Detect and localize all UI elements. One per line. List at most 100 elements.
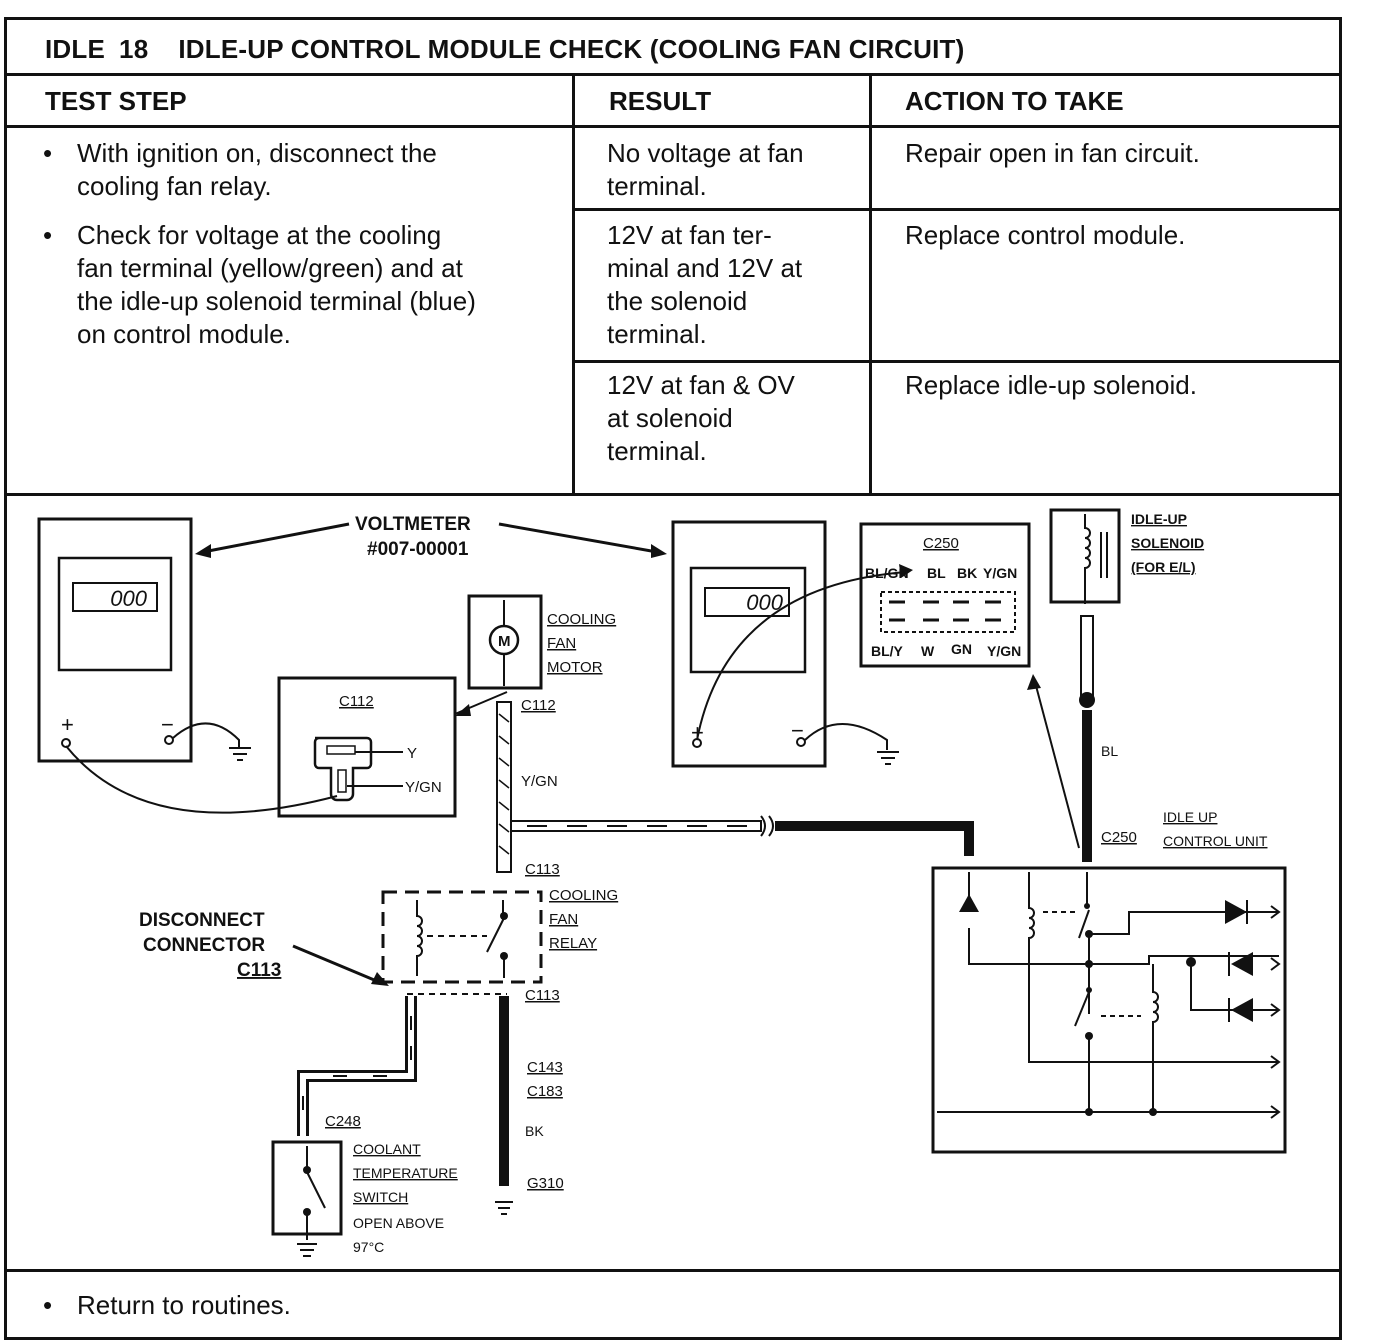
coolant-switch-wire: C248	[297, 996, 417, 1136]
step-bullet: •	[43, 138, 53, 168]
footer-text: Return to routines.	[77, 1290, 291, 1320]
text-line: No voltage at fan	[607, 138, 804, 168]
voltmeter-right: 000 + −	[671, 520, 913, 768]
arrow-icon	[651, 544, 667, 558]
arrow-icon	[371, 972, 389, 986]
divider	[7, 125, 1339, 128]
result-2: 12V at fan ter- minal and 12V at the sol…	[607, 219, 802, 351]
ground-icon	[229, 747, 251, 761]
action-1: Repair open in fan circuit.	[905, 138, 1200, 168]
switch-label-3: SWITCH	[353, 1189, 408, 1205]
page-title: IDLE 18 IDLE-UP CONTROL MODULE CHECK (COOL…	[45, 34, 965, 65]
c250-pin-top-2: BL	[927, 565, 946, 581]
relay-label-2: FAN	[549, 911, 578, 928]
c250-pin-top-3: BK	[957, 565, 977, 581]
text-line: cooling fan relay.	[77, 171, 272, 201]
relay-label-1: COOLING	[549, 887, 618, 904]
control-unit-label-2: CONTROL UNIT	[1163, 833, 1268, 849]
title-number: 18	[119, 34, 149, 64]
c250-pin-top-4: Y/GN	[983, 565, 1017, 581]
footer-bullet: •	[43, 1290, 53, 1320]
c250-label: C250	[1101, 829, 1137, 846]
column-divider	[572, 73, 575, 496]
disconnect-label-3: C113	[237, 960, 281, 981]
text-line: With ignition on, disconnect the	[77, 138, 437, 168]
pin-ygn-label: Y/GN	[405, 779, 442, 796]
text-line: at solenoid	[607, 403, 733, 433]
switch-label-2: TEMPERATURE	[353, 1165, 458, 1181]
disconnect-label-2: CONNECTOR	[143, 935, 265, 956]
result-1: No voltage at fan terminal.	[607, 137, 804, 203]
fan-motor-label-3: MOTOR	[547, 659, 603, 676]
voltmeter-left: 000 + −	[37, 517, 251, 763]
solenoid-label-2: SOLENOID	[1131, 535, 1204, 551]
idle-up-control-unit: IDLE UP CONTROL UNIT	[931, 809, 1287, 1154]
column-header-test-step: TEST STEP	[45, 86, 187, 116]
procedure-table: IDLE 18 IDLE-UP CONTROL MODULE CHECK (COOL…	[4, 17, 1342, 1340]
switch-label-5: 97°C	[353, 1239, 384, 1255]
wiring-diagram: 000 + − VOLTMETER #007-00001 C112	[37, 508, 1287, 1257]
row-divider	[572, 208, 1339, 211]
title-text: IDLE-UP CONTROL MODULE CHECK (COOLING FA…	[178, 34, 965, 64]
arrow-icon	[1027, 674, 1041, 690]
c250-pin-bottom-2: W	[921, 643, 935, 659]
arrow-icon	[899, 564, 913, 578]
disconnect-label-1: DISCONNECT	[139, 910, 265, 931]
switch-label-4: OPEN ABOVE	[353, 1215, 444, 1231]
c250-pin-bottom-1: BL/Y	[871, 643, 904, 659]
text-line: terminal.	[607, 319, 707, 349]
voltmeter-part: #007-00001	[367, 539, 469, 560]
ground-icon	[495, 1201, 513, 1215]
text-line: fan terminal (yellow/green) and at	[77, 253, 463, 283]
text-line: the idle-up solenoid terminal (blue)	[77, 286, 476, 316]
column-header-result: RESULT	[609, 86, 712, 116]
idle-up-solenoid: IDLE-UP SOLENOID (FOR E/L) BL C250	[1027, 508, 1204, 862]
text-line: 12V at fan ter-	[607, 220, 772, 250]
text-line: terminal.	[607, 436, 707, 466]
column-header-action: ACTION TO TAKE	[905, 86, 1124, 116]
ground-icon	[877, 751, 899, 765]
switch-label-1: COOLANT	[353, 1141, 421, 1157]
divider	[7, 1269, 1339, 1272]
test-step-1: With ignition on, disconnect the cooling…	[77, 137, 437, 203]
fan-motor-label-1: COOLING	[547, 611, 616, 628]
c250-box-label: C250	[923, 535, 959, 552]
arrow-icon	[455, 704, 471, 716]
step-bullet: •	[43, 220, 53, 250]
pin-y-label: Y	[407, 745, 417, 762]
c250-pin-top-1: BL/GN	[865, 565, 909, 581]
cooling-fan-motor: M COOLING FAN MOTOR	[467, 594, 616, 690]
meter-minus: −	[791, 718, 804, 743]
text-line: Check for voltage at the cooling	[77, 220, 442, 250]
c250-pin-bottom-3: GN	[951, 641, 972, 657]
divider	[7, 493, 1339, 496]
text-line: the solenoid	[607, 286, 748, 316]
meter-minus: −	[161, 712, 174, 737]
c112-label: C112	[521, 697, 556, 714]
cooling-fan-relay: COOLING FAN RELAY C113	[381, 887, 618, 1004]
arrow-icon	[195, 544, 211, 558]
control-unit-label-1: IDLE UP	[1163, 809, 1217, 825]
c183-label: C183	[527, 1083, 563, 1100]
c113-bottom-label: C113	[525, 987, 560, 1004]
divider	[7, 73, 1339, 76]
bk-ground-wire: C143 C183 BK G310	[495, 996, 564, 1215]
action-2: Replace control module.	[905, 220, 1186, 250]
g310-label: G310	[527, 1175, 564, 1192]
solenoid-label-1: IDLE-UP	[1131, 511, 1187, 527]
title-code: IDLE	[45, 34, 106, 64]
c143-label: C143	[527, 1059, 563, 1076]
voltmeter-label: VOLTMETER	[355, 514, 471, 535]
ygn-wire-label: Y/GN	[521, 773, 558, 790]
meter-plus: +	[61, 712, 74, 737]
text-line: 12V at fan & OV	[607, 370, 795, 400]
row-divider	[572, 360, 1339, 363]
text-line: terminal.	[607, 171, 707, 201]
c112-box-label: C112	[339, 693, 374, 710]
motor-symbol: M	[498, 633, 511, 650]
c113-top-label: C113	[525, 861, 560, 878]
ground-icon	[297, 1243, 317, 1257]
bk-wire-label: BK	[525, 1123, 544, 1139]
action-3: Replace idle-up solenoid.	[905, 370, 1197, 400]
relay-label-3: RELAY	[549, 935, 597, 952]
